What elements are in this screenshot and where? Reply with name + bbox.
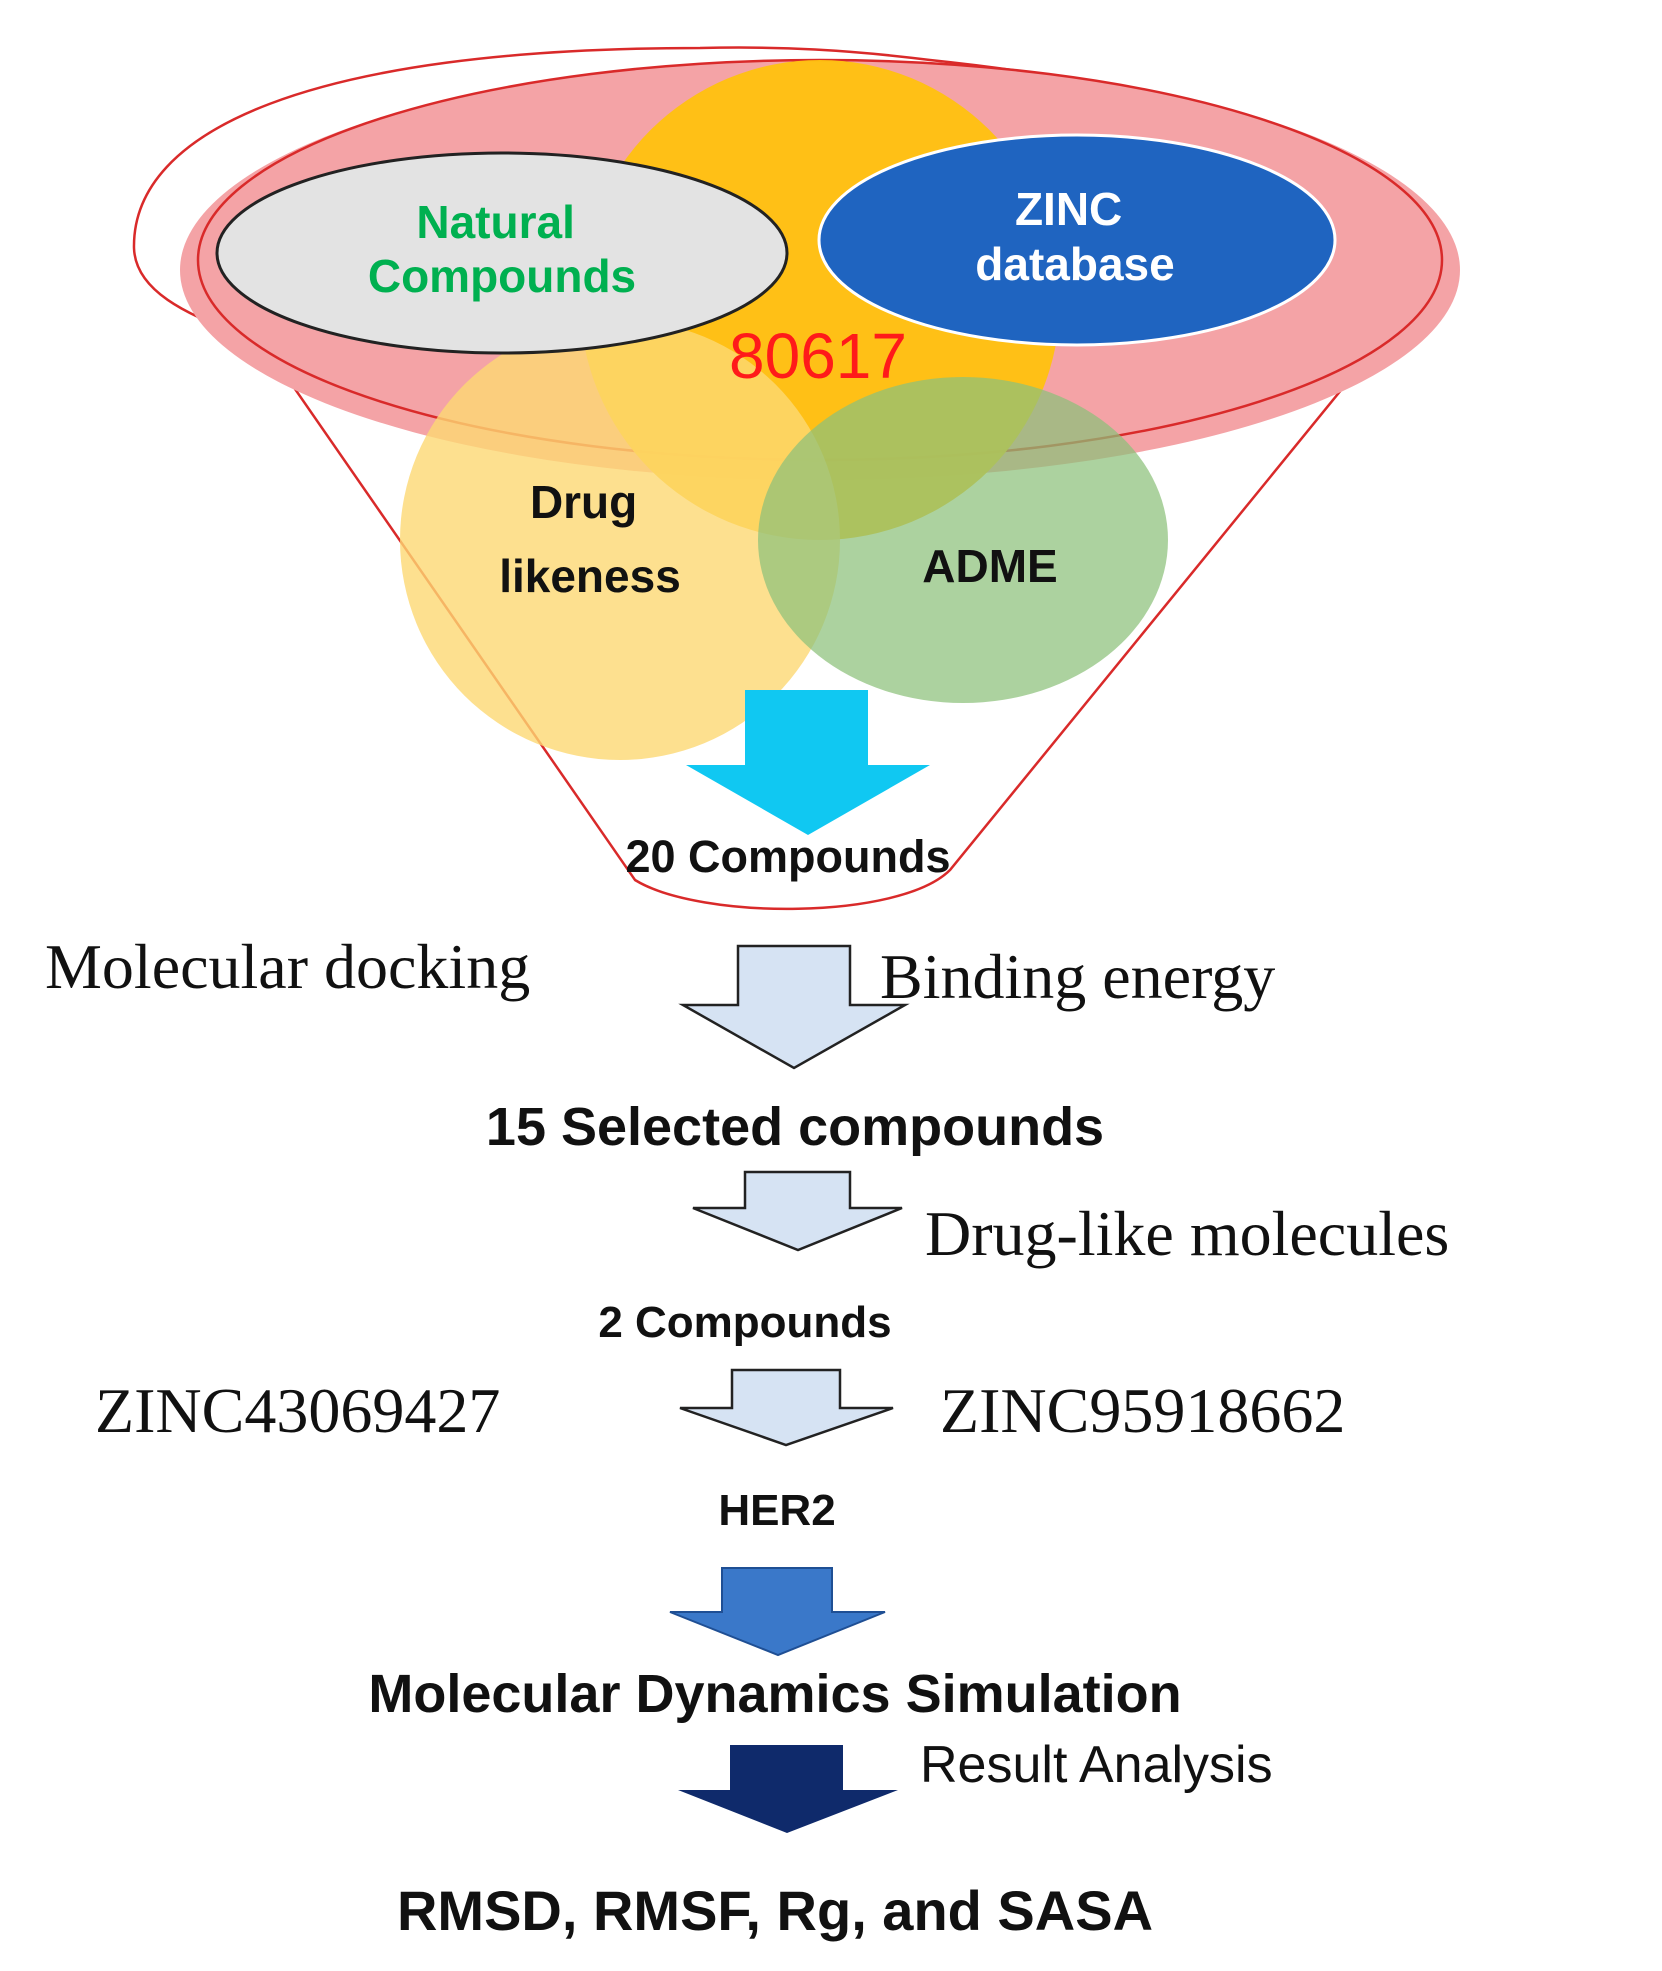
cyan-down-arrow bbox=[686, 690, 930, 835]
natural-compounds-label: Natural Compounds bbox=[368, 196, 636, 302]
fifteen-selected-label: 15 Selected compounds bbox=[486, 1097, 1104, 1157]
md-simulation-label: Molecular Dynamics Simulation bbox=[368, 1664, 1181, 1724]
drug-likeness-label: Drug likeness bbox=[499, 476, 681, 602]
two-compounds-label: 2 Compounds bbox=[598, 1298, 891, 1347]
zinc-left-label: ZINC43069427 bbox=[95, 1375, 500, 1446]
zinc-database-label: ZINC database bbox=[975, 183, 1174, 290]
druglike-molecules-label: Drug-like molecules bbox=[925, 1198, 1449, 1269]
result-arrow bbox=[678, 1745, 898, 1833]
total-count: 80617 bbox=[729, 320, 907, 392]
zinc-database-ellipse bbox=[817, 133, 1337, 347]
natural-compounds-ellipse bbox=[215, 151, 789, 355]
result-analysis-label: Result Analysis bbox=[920, 1736, 1273, 1794]
binding-energy-label: Binding energy bbox=[880, 941, 1275, 1012]
zinc-arrow bbox=[679, 1368, 894, 1447]
adme-circle bbox=[758, 377, 1168, 703]
molecular-docking-label: Molecular docking bbox=[45, 931, 530, 1002]
drug-likeness-circle bbox=[400, 320, 840, 760]
her2-label: HER2 bbox=[718, 1486, 835, 1535]
final-metrics-label: RMSD, RMSF, Rg, and SASA bbox=[397, 1879, 1153, 1942]
druglike-arrow bbox=[692, 1170, 903, 1252]
zinc-right-label: ZINC95918662 bbox=[940, 1375, 1345, 1446]
twenty-compounds-label: 20 Compounds bbox=[625, 831, 950, 882]
md-arrow bbox=[669, 1567, 886, 1657]
adme-label: ADME bbox=[922, 540, 1057, 592]
docking-arrow bbox=[678, 944, 910, 1070]
